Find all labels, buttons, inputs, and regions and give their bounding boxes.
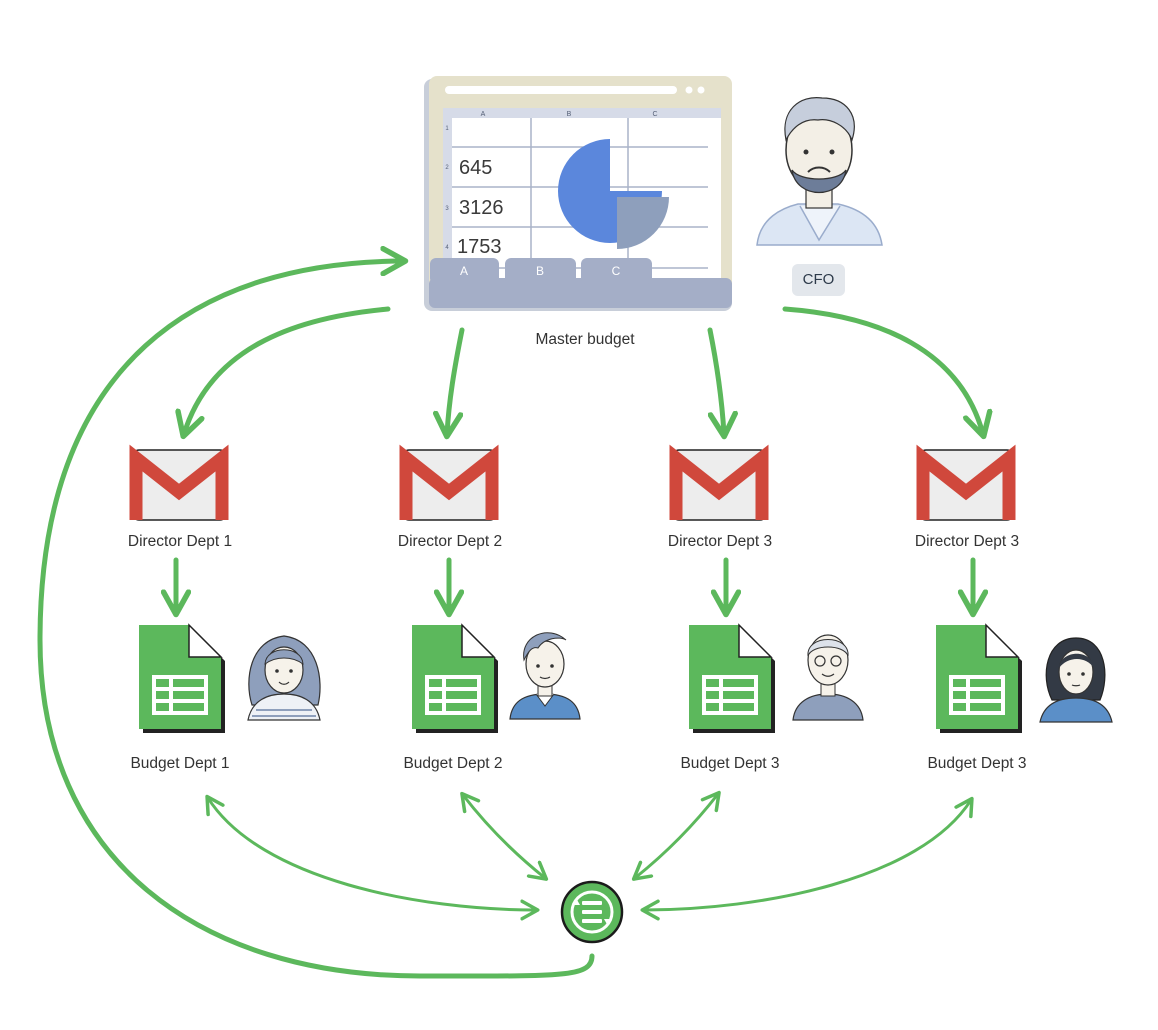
person-avatar <box>247 635 321 721</box>
flow-arrows <box>37 261 983 979</box>
director-label-1: Director Dept 1 <box>127 533 233 550</box>
cell-value-3: 1753 <box>457 236 502 258</box>
arrow-budget-3-hub <box>631 790 721 881</box>
person-avatar <box>1039 637 1113 723</box>
gmail-icon <box>399 444 499 521</box>
director-label-3: Director Dept 3 <box>667 533 773 550</box>
gmail-icon <box>129 444 229 521</box>
arrow-budget-4-hub <box>640 796 974 921</box>
row-number-3: 3 <box>445 206 449 212</box>
sheet-tab-b-label: B <box>536 264 544 278</box>
director-label-4: Director Dept 3 <box>914 533 1020 550</box>
google-sheets-icon <box>412 623 498 733</box>
arrow-master-to-director-4 <box>782 306 983 434</box>
sheet-tab-a <box>430 258 499 284</box>
arrow-master-to-director-3 <box>707 327 724 434</box>
pie-small-slice <box>617 197 669 249</box>
master-budget-window: A B C 1 2 3 4 645 3126 1753 A B C <box>424 76 732 311</box>
person-avatar <box>509 632 581 720</box>
budget-label-1: Budget Dept 1 <box>130 755 230 772</box>
col-header-b: B <box>567 111 572 118</box>
row-number-2: 2 <box>445 165 449 171</box>
col-header-a: A <box>481 111 486 118</box>
budget-label-3: Budget Dept 3 <box>680 755 780 772</box>
google-sheets-icon <box>936 623 1022 733</box>
cfo-avatar <box>756 97 883 246</box>
sheet-tab-b <box>505 258 576 284</box>
gmail-icon <box>669 444 769 521</box>
budget-label-2: Budget Dept 2 <box>403 755 503 772</box>
arrow-master-to-director-1 <box>184 306 391 434</box>
master-budget-label: Master budget <box>535 331 635 348</box>
arrow-budget-2-hub <box>460 791 549 881</box>
cell-value-1: 645 <box>459 157 492 179</box>
cell-value-2: 3126 <box>459 197 504 219</box>
row-number-1: 1 <box>445 126 449 132</box>
director-label-2: Director Dept 2 <box>397 533 503 550</box>
sheet-tab-c-label: C <box>612 264 621 278</box>
sync-hub-icon <box>560 880 624 944</box>
gmail-icon <box>916 444 1016 521</box>
col-header-c: C <box>652 111 657 118</box>
google-sheets-icon <box>689 623 775 733</box>
sheet-tab-c <box>581 258 652 284</box>
arrow-hub-to-master <box>37 261 595 979</box>
arrow-master-to-director-2 <box>447 327 465 434</box>
cfo-badge: CFO <box>792 264 845 296</box>
person-avatar <box>792 634 864 721</box>
arrow-budget-1-hub <box>205 794 540 921</box>
sheet-tab-a-label: A <box>460 264 468 278</box>
google-sheets-icon <box>139 623 225 733</box>
row-number-4: 4 <box>445 245 449 251</box>
budget-label-4: Budget Dept 3 <box>927 755 1027 772</box>
